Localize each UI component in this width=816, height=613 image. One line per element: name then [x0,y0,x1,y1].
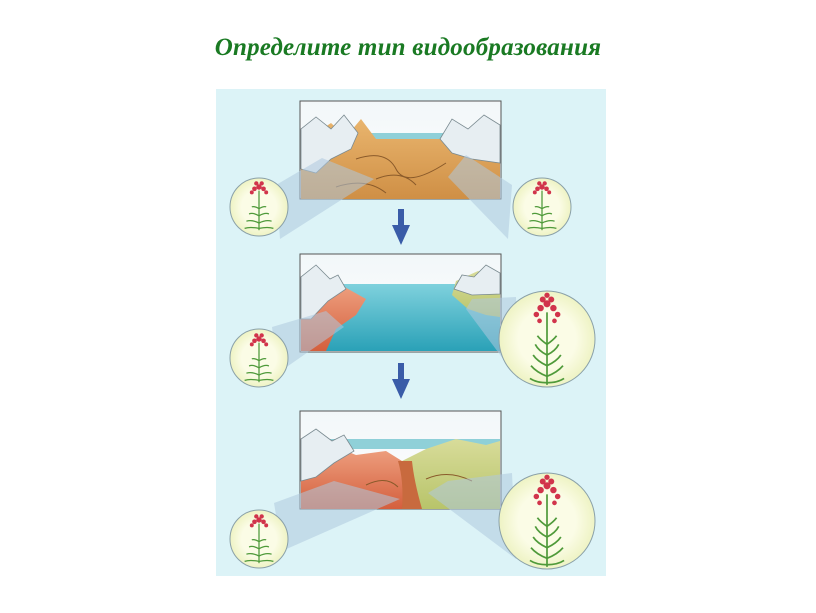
population-2-right [498,290,596,388]
population-1-left [229,177,289,237]
down-arrow-2 [392,363,410,399]
population-2-left [229,328,289,388]
zoom-beam-3-left [274,481,400,551]
zoom-beam-1-right [448,155,512,239]
zoom-beam-2-left [272,311,344,373]
down-arrow-1 [392,209,410,245]
zoom-beam-1-left [276,158,374,239]
speciation-diagram [229,100,596,570]
slide-title: Определите тип видообразования [214,34,602,61]
population-3-right [498,472,596,570]
stage-2-landscape [299,253,502,353]
population-3-left [229,509,289,569]
zoom-beam-3-right [428,473,516,559]
population-1-right [512,177,572,237]
